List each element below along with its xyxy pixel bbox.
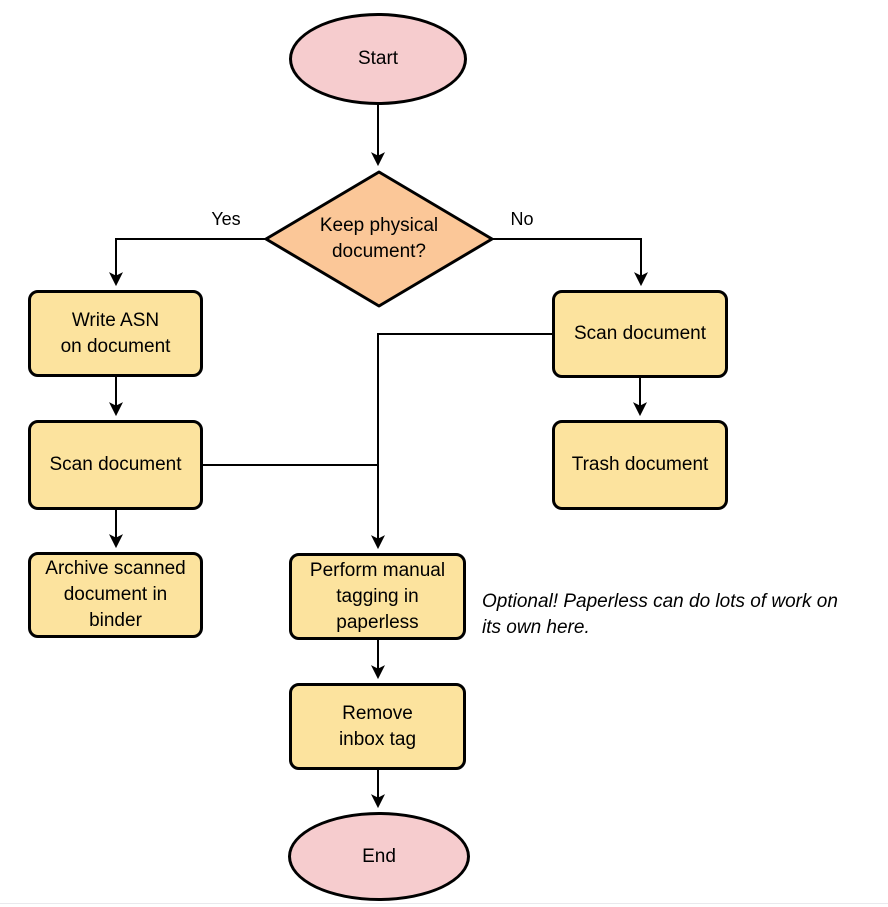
scan-document-right-node: Scan document	[552, 290, 728, 378]
scan-document-left-node: Scan document	[28, 420, 203, 510]
start-node: Start	[289, 13, 467, 105]
end-node-label: End	[362, 845, 396, 867]
remove-inbox-tag-node: Remove inbox tag	[289, 683, 466, 770]
decision-node: Keep physical document?	[266, 172, 492, 306]
edge-label-yes: Yes	[211, 209, 241, 229]
page-bottom-edge	[0, 903, 888, 904]
edge-label-no: No	[510, 209, 534, 229]
trash-document-node: Trash document	[552, 420, 728, 510]
scan-document-left-label: Scan document	[49, 454, 182, 475]
decision-diamond-shape	[264, 170, 494, 308]
manual-tagging-label: Perform manual tagging in paperless	[309, 559, 446, 633]
write-asn-node-label: Write ASN on document	[60, 309, 171, 357]
archive-node: Archive scanned document in binder	[28, 552, 203, 638]
decision-node-label: Keep physical document?	[319, 215, 439, 262]
edge-decision-yes	[109, 238, 266, 287]
optional-note: Optional! Paperless can do lots of work …	[482, 591, 838, 638]
remove-inbox-tag-label: Remove inbox tag	[338, 702, 417, 750]
write-asn-node: Write ASN on document	[28, 290, 203, 377]
start-node-label: Start	[357, 48, 399, 69]
edge-decision-no	[492, 238, 648, 287]
end-node: End	[288, 812, 470, 901]
archive-node-label: Archive scanned document in binder	[45, 558, 186, 631]
trash-document-label: Trash document	[571, 454, 709, 475]
scan-document-right-label: Scan document	[573, 323, 707, 344]
manual-tagging-node: Perform manual tagging in paperless	[289, 553, 466, 640]
edge-scanright-tagging	[371, 333, 552, 550]
